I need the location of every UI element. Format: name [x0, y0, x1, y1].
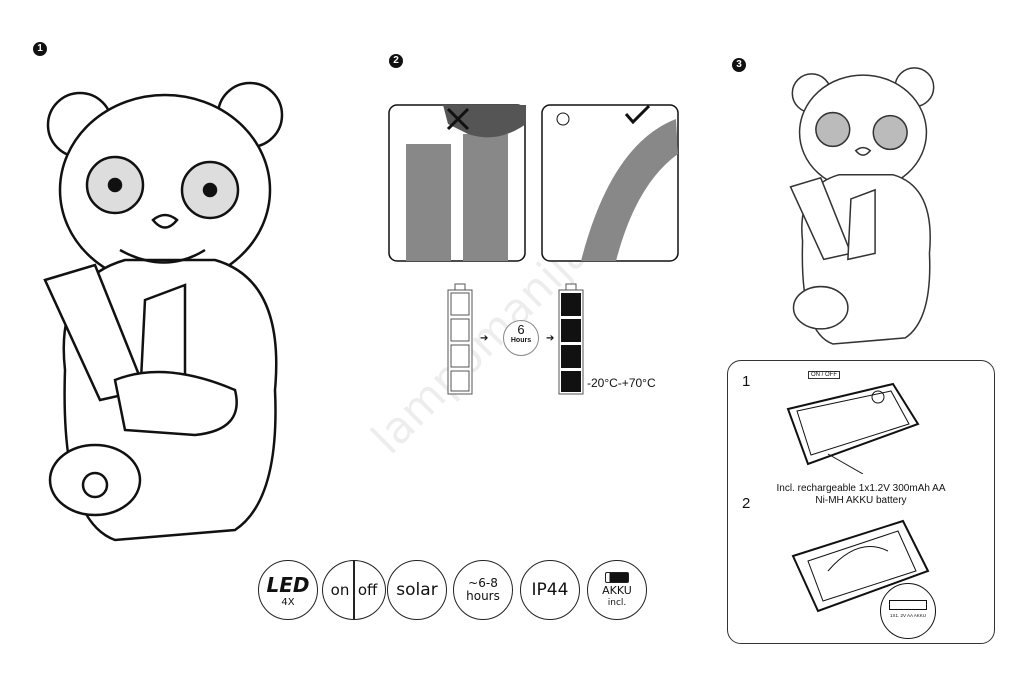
- on-off-icon: on off: [322, 560, 386, 620]
- on-label: on: [330, 581, 350, 599]
- ip-label: IP44: [531, 580, 569, 600]
- arrow-icon: ➔: [480, 333, 489, 344]
- battery-zoom-callout: 1X1. 2V AA AKKU: [880, 583, 936, 639]
- on-off-switch-label: ON / OFF: [808, 371, 840, 379]
- akku-sub-label: incl.: [607, 597, 627, 608]
- ip-rating-icon: IP44: [520, 560, 580, 620]
- hours-label: hours: [466, 589, 500, 603]
- battery-full-icon: [558, 283, 584, 395]
- battery-step-2: 2: [742, 495, 751, 512]
- placement-correct-panel: [541, 104, 679, 262]
- battery-step-1: 1: [742, 373, 751, 390]
- led-count: 4X: [281, 596, 295, 608]
- panda-illustration-large: [43, 81, 284, 542]
- arrow-icon: ➔: [546, 333, 555, 344]
- step-1-marker: 1: [33, 42, 47, 56]
- step-3-marker: 3: [732, 58, 746, 72]
- panda-illustration-small: [789, 67, 935, 345]
- led-icon: LED 4X: [258, 560, 318, 620]
- akku-label: AKKU: [602, 583, 632, 597]
- sun-charging-icon: 6 Hours: [503, 320, 539, 356]
- step-2-marker: 2: [389, 54, 403, 68]
- charge-hours-label: Hours: [510, 337, 532, 344]
- battery-compartment-illustration: [791, 519, 930, 613]
- battery-note-line2: Ni-MH AKKU battery: [815, 495, 907, 506]
- akku-icon: AKKU incl.: [587, 560, 647, 620]
- duration-icon: ~6-8 hours: [453, 560, 513, 620]
- battery-empty-icon: [447, 283, 473, 395]
- off-label: off: [357, 581, 378, 599]
- placement-wrong-panel: [388, 104, 526, 262]
- solar-label: solar: [396, 580, 438, 600]
- battery-icon: [605, 571, 629, 583]
- temperature-range: -20°C-+70°C: [587, 376, 656, 390]
- battery-instructions-panel: 1 ON / OFF Incl. rechargeable 1x1.2V 300…: [727, 360, 995, 644]
- hours-range: ~6-8: [468, 576, 498, 590]
- solar-icon: solar: [387, 560, 447, 620]
- led-label: LED: [266, 572, 310, 597]
- battery-note-line1: Incl. rechargeable 1x1.2V 300mAh AA: [776, 483, 946, 494]
- battery-label: 1X1. 2V AA AKKU: [889, 613, 927, 618]
- charge-hours-value: 6: [517, 322, 525, 337]
- battery-cover-illustration: [786, 382, 920, 474]
